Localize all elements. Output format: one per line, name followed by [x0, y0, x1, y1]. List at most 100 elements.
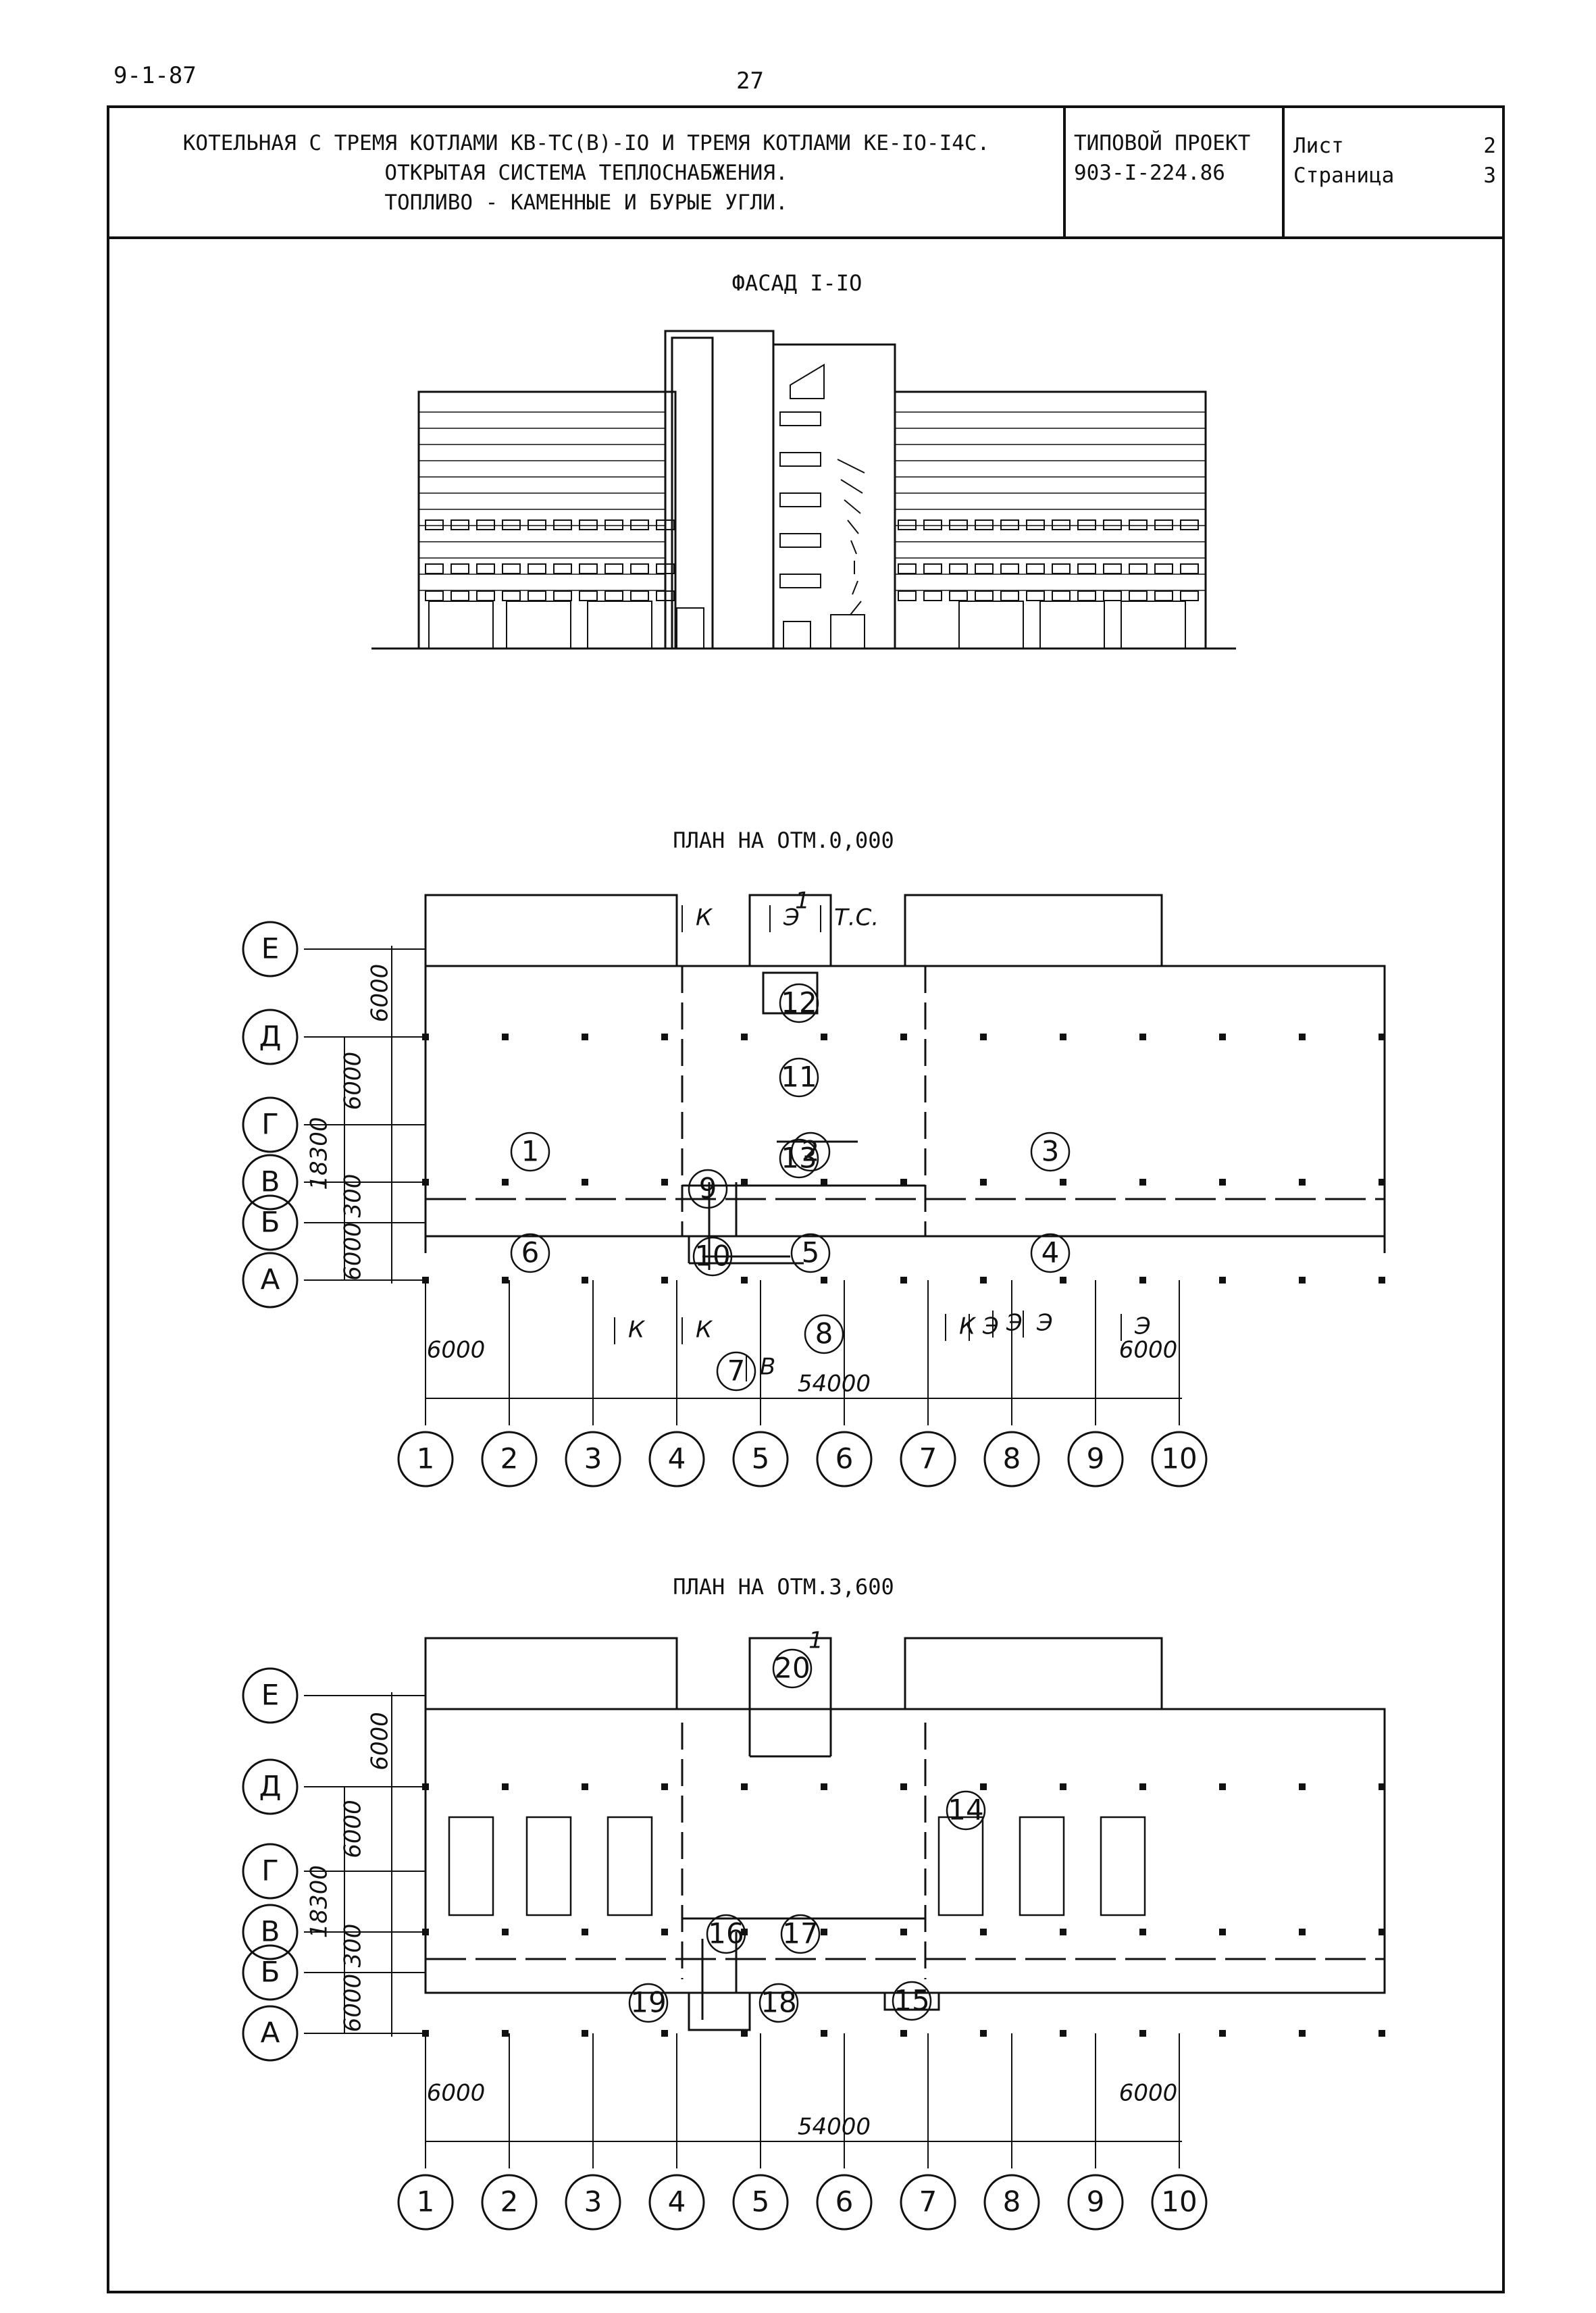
room-tag-circle — [946, 1790, 986, 1831]
section-label: 1 — [795, 888, 810, 915]
engineering-mark: Э — [1134, 1313, 1151, 1340]
vertical-dimension: 6000 — [367, 1712, 394, 1771]
project-label: ТИПОВОЙ ПРОЕКТ — [1074, 131, 1251, 155]
window — [553, 519, 572, 530]
window — [1154, 519, 1173, 530]
structural-column — [900, 1929, 907, 1935]
structural-column — [582, 2030, 588, 2037]
room-tag: 9 — [699, 1172, 717, 1205]
window — [502, 590, 521, 601]
horizontal-dimension: 6000 — [1119, 1337, 1178, 1364]
vertical-dimension: 18300 — [306, 1117, 333, 1190]
row-axis-bubble — [242, 1194, 299, 1251]
room-tag-circle — [688, 1169, 728, 1209]
structural-column — [741, 1783, 748, 1790]
structural-column — [582, 1277, 588, 1283]
row-axis-bubble — [242, 1252, 299, 1308]
structural-column — [1139, 2030, 1146, 2037]
structural-column — [980, 1783, 987, 1790]
vertical-dimension: 6000 — [367, 964, 394, 1023]
structural-column — [1139, 1179, 1146, 1186]
structural-column — [1219, 1179, 1226, 1186]
engineering-mark: К — [696, 905, 713, 932]
room-tag: 5 — [802, 1236, 820, 1269]
structural-column — [422, 1179, 429, 1186]
boiler-unit — [448, 1816, 494, 1916]
room-tag: 1 — [521, 1135, 540, 1168]
boiler-unit — [1019, 1816, 1065, 1916]
window — [630, 563, 649, 574]
row-axis-bubble — [242, 1096, 299, 1153]
structural-column — [582, 1929, 588, 1935]
gate-door — [958, 601, 1024, 649]
structural-column — [741, 1277, 748, 1283]
room-tag: 20 — [774, 1652, 810, 1685]
window — [656, 519, 675, 530]
room-tag-circle — [706, 1914, 746, 1954]
room-tag-circle — [510, 1233, 550, 1273]
structural-column — [1299, 1277, 1306, 1283]
window — [779, 411, 821, 426]
boiler-unit — [1100, 1816, 1146, 1916]
column-axis-label: 3 — [584, 2185, 602, 2218]
room-tag: 18 — [761, 1986, 796, 2019]
row-axis-label: В — [261, 1165, 280, 1198]
structural-column — [661, 2030, 668, 2037]
window — [1154, 590, 1173, 601]
structural-column — [502, 1783, 509, 1790]
column-axis-label: 2 — [500, 2185, 519, 2218]
room-tag-circle — [790, 1233, 831, 1273]
window — [1180, 563, 1199, 574]
structural-column — [1139, 1929, 1146, 1935]
vertical-dimension: 300 — [340, 1924, 367, 1968]
row-axis-label: А — [261, 2016, 280, 2050]
window — [579, 519, 598, 530]
room-tag: 11 — [781, 1061, 817, 1094]
column-axis-bubble — [481, 2174, 538, 2231]
room-tag-circle — [804, 1314, 844, 1354]
plan1-title: ПЛАН НА ОТМ.0,000 — [673, 828, 894, 853]
structural-column — [422, 1277, 429, 1283]
stair-flight — [852, 580, 858, 595]
window — [604, 563, 623, 574]
room-tag: 6 — [521, 1236, 540, 1269]
sheet-label: Лист — [1293, 134, 1344, 158]
structural-column — [661, 1277, 668, 1283]
structural-column — [422, 1929, 429, 1935]
window — [1000, 590, 1019, 601]
window — [476, 590, 495, 601]
engineering-mark: К — [959, 1313, 977, 1340]
column-axis-label: 8 — [1003, 1442, 1021, 1475]
window — [1077, 519, 1096, 530]
stair-flight — [837, 459, 865, 474]
row-axis-bubble — [242, 1009, 299, 1065]
room-tag: 4 — [1041, 1236, 1060, 1269]
column-axis-bubble — [1067, 1431, 1124, 1488]
entrance-door — [830, 614, 865, 649]
window — [553, 563, 572, 574]
structural-column — [502, 1929, 509, 1935]
structural-column — [582, 1783, 588, 1790]
column-axis-label: 5 — [752, 1442, 770, 1475]
column-axis-bubble — [648, 1431, 705, 1488]
window — [975, 563, 994, 574]
window — [1103, 563, 1122, 574]
horizontal-dimension: 6000 — [427, 1337, 486, 1364]
structural-column — [1379, 1929, 1385, 1935]
structural-column — [422, 2030, 429, 2037]
section-label: 1 — [808, 1628, 823, 1654]
room-tag-circle — [892, 1981, 932, 2021]
row-axis-label: Г — [261, 1108, 279, 1141]
row-axis-bubble — [242, 1154, 299, 1211]
structural-column — [1379, 1783, 1385, 1790]
document-code: 9-1-87 — [113, 62, 197, 89]
engineering-mark: К — [628, 1317, 646, 1344]
row-axis-label: Е — [261, 932, 280, 965]
room-tag: 15 — [894, 1984, 929, 2017]
structural-column — [1060, 1929, 1066, 1935]
window — [975, 519, 994, 530]
window — [898, 590, 917, 601]
structural-column — [980, 1034, 987, 1040]
